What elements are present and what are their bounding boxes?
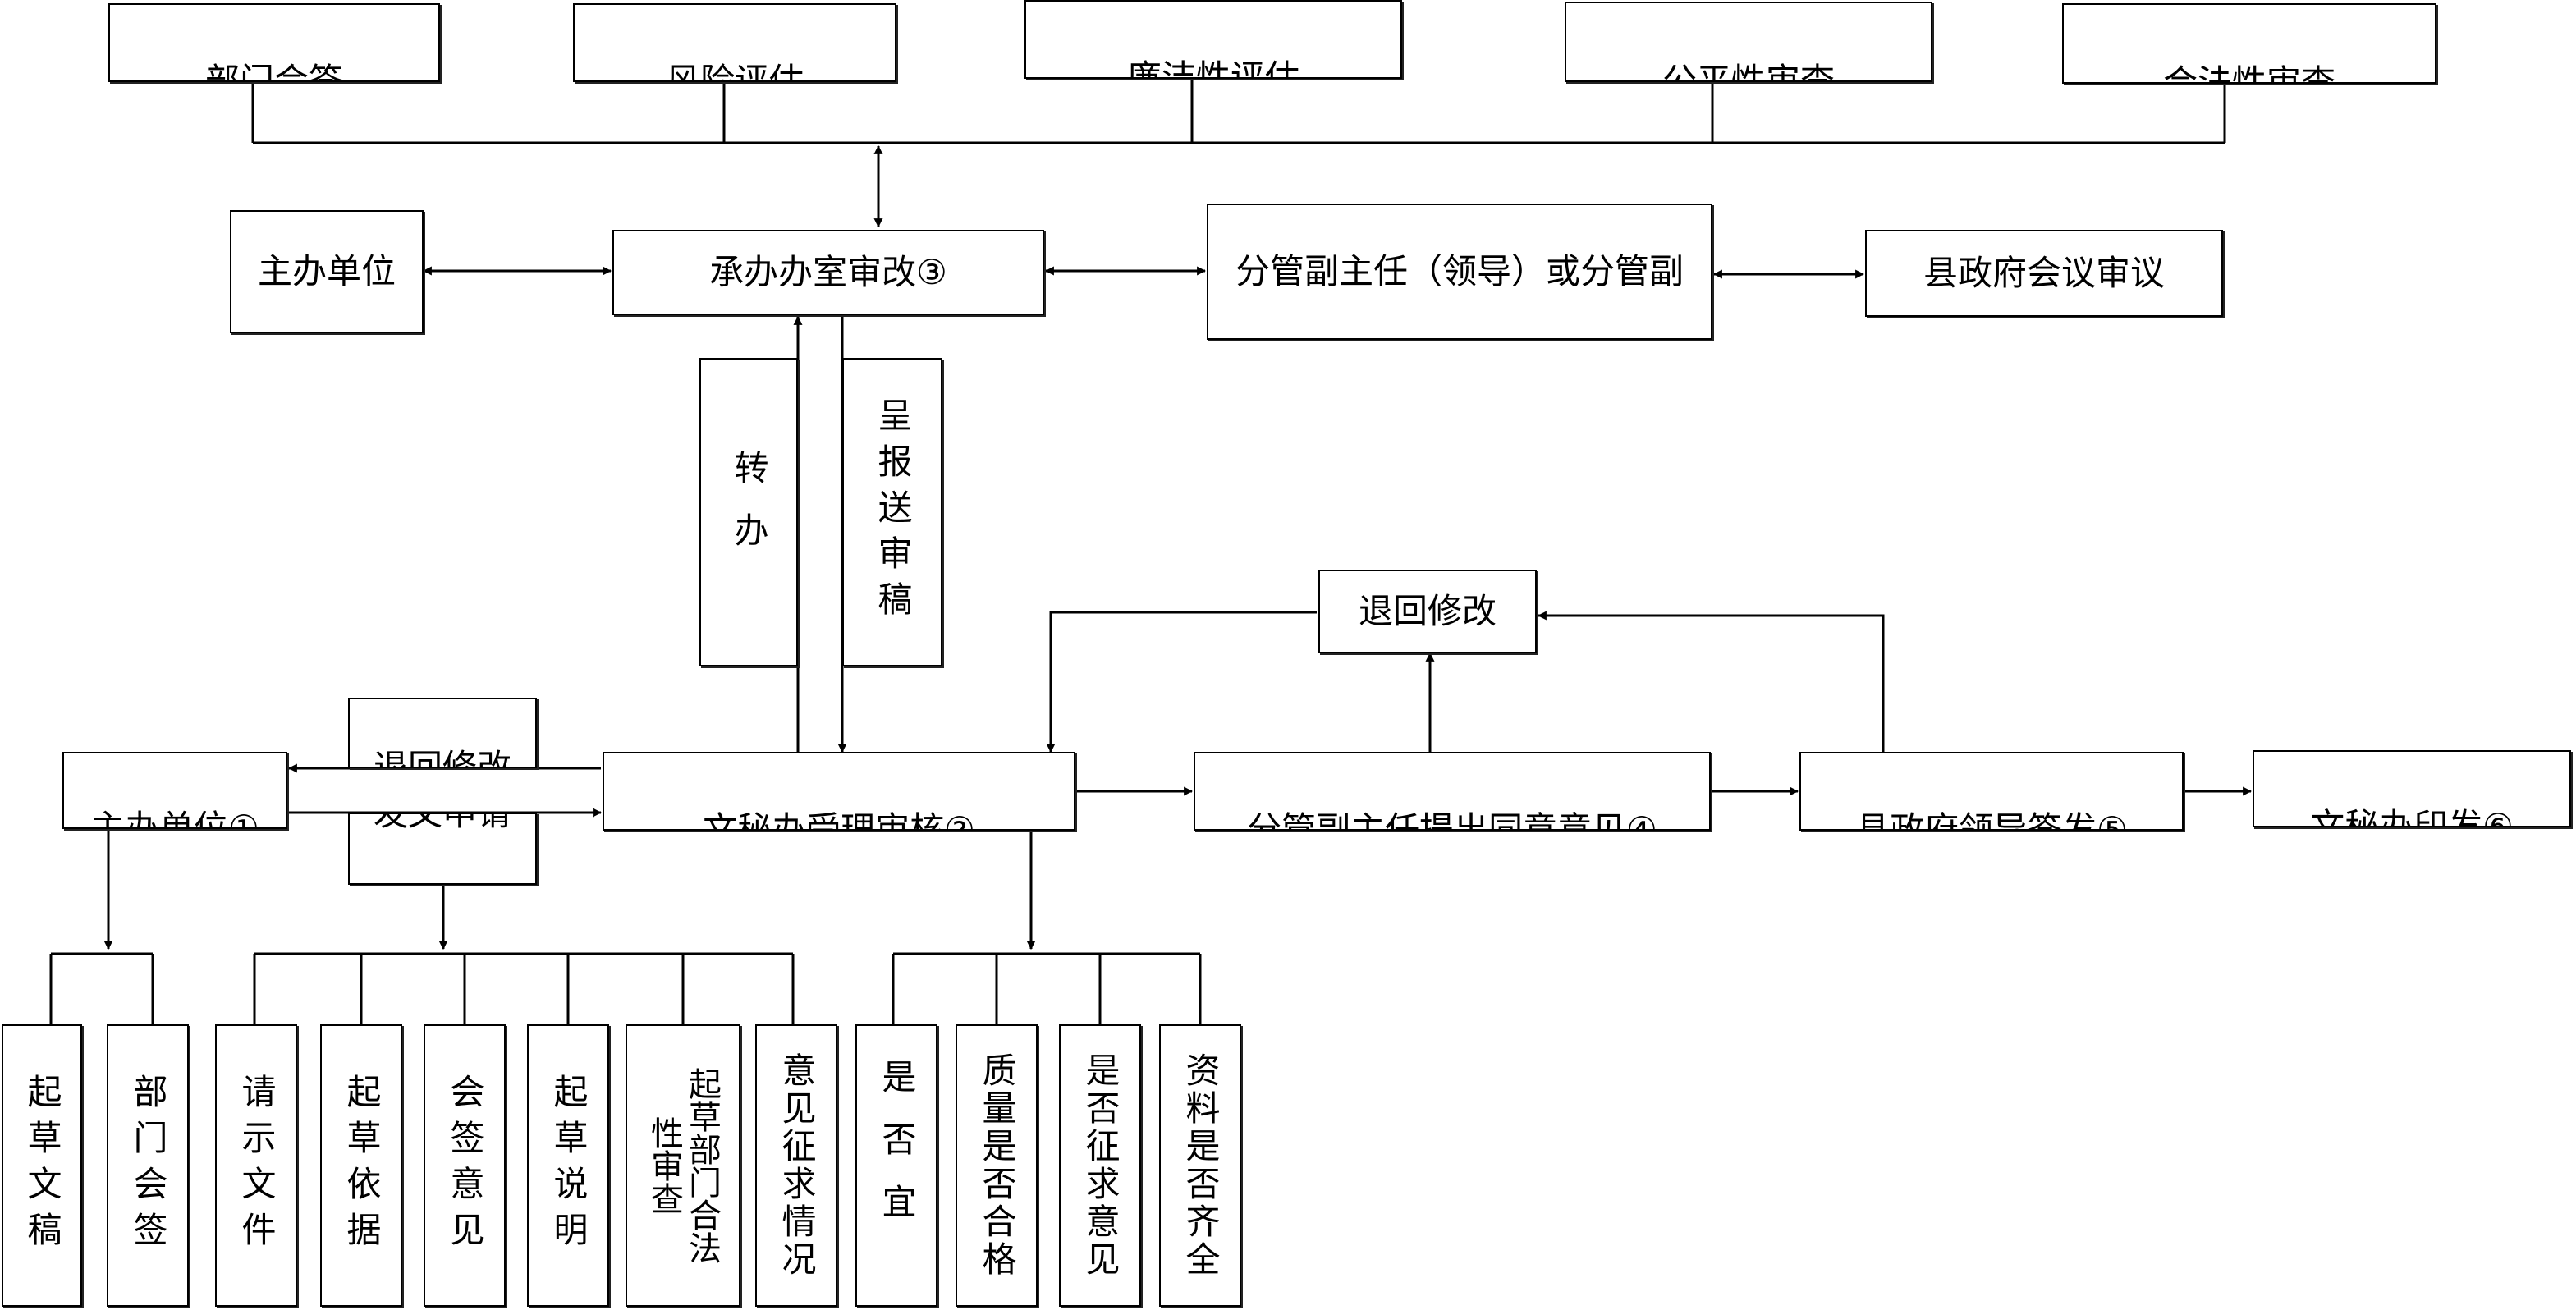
bottom-item-draft-text: 起草文稿	[2, 1024, 82, 1307]
deputy-director-box: 分管副主任（领导）或分管副	[1207, 204, 1712, 340]
transfer-label-box: 转办	[699, 358, 798, 666]
integrity-assessment-label: 廉洁性评估	[1126, 57, 1299, 79]
bottom-item-opinion-sought: 是否征求意见	[1059, 1024, 1141, 1307]
issue-request-label: 发文申请	[373, 813, 511, 833]
dept-countersign-box: 部门会签	[108, 3, 440, 82]
transfer-label: 转办	[729, 450, 769, 575]
undertaking-office-box: 承办办室审改③	[612, 230, 1044, 315]
host-unit-box: 主办单位	[230, 210, 424, 333]
secretary-review-box: 文秘办受理审核②	[603, 752, 1075, 831]
county-leader-sign-label: 县政府领导签发⑤	[1855, 809, 2128, 831]
fair-competition-review-box: 公平性审查	[1565, 2, 1932, 82]
bottom-item-countersign-opinion: 会签意见	[424, 1024, 506, 1307]
secretary-print-label: 文秘办印发⑥	[2310, 806, 2514, 827]
return-modify-top-box: 退回修改	[1318, 570, 1537, 653]
host-unit-1-label: 主办单位①	[90, 808, 259, 829]
return-modify-label: 退回修改	[373, 747, 511, 768]
dept-countersign-label: 部门会签	[204, 61, 343, 82]
integrity-assessment-box: 廉洁性评估	[1024, 0, 1402, 79]
secretary-review-label: 文秘办受理审核②	[703, 809, 975, 831]
host-unit-1-box: 主办单位①	[62, 752, 287, 829]
secretary-print-box: 文秘办印发⑥	[2253, 750, 2571, 827]
deputy-opinion-label: 分管副主任提出同意意见④	[1247, 809, 1657, 831]
legality-review-label: 合法性审查	[2162, 62, 2335, 84]
issue-request-box: 发文申请	[348, 813, 537, 885]
submit-draft-label-box: 呈报送审稿	[842, 358, 942, 666]
submit-draft-label: 呈报送审稿	[873, 397, 913, 627]
bottom-item-request-doc: 请示文件	[215, 1024, 297, 1307]
bottom-item-draft-basis: 起草依据	[320, 1024, 402, 1307]
bottom-item-draft-explanation: 起草说明	[527, 1024, 609, 1307]
legality-review-box: 合法性审查	[2062, 3, 2436, 84]
bottom-item-materials-complete: 资料是否齐全	[1159, 1024, 1241, 1307]
county-meeting-box: 县政府会议审议	[1865, 230, 2223, 317]
host-unit-label: 主办单位	[257, 250, 396, 291]
return-modify-box: 退回修改	[348, 698, 537, 768]
return-modify-top-label: 退回修改	[1358, 590, 1497, 631]
bottom-item-dept-countersign: 部门会签	[107, 1024, 189, 1307]
undertaking-office-label: 承办办室审改③	[709, 251, 947, 292]
bottom-item-suitability: 是否宜	[855, 1024, 937, 1307]
deputy-opinion-box: 分管副主任提出同意意见④	[1194, 752, 1711, 831]
fair-competition-review-label: 公平性审查	[1662, 61, 1835, 82]
bottom-item-quality: 质量是否合格	[956, 1024, 1038, 1307]
risk-assessment-label: 风险评估	[665, 61, 804, 82]
deputy-director-label: 分管副主任（领导）或分管副	[1235, 250, 1684, 291]
county-meeting-label: 县政府会议审议	[1923, 252, 2165, 293]
bottom-item-consultation: 意见征求情况	[755, 1024, 837, 1307]
bottom-item-dept-legality: 起草部门合法性审查	[626, 1024, 740, 1307]
risk-assessment-box: 风险评估	[573, 3, 896, 82]
county-leader-sign-box: 县政府领导签发⑤	[1799, 752, 2184, 831]
return-to-secretary-arrow	[1046, 611, 1317, 753]
